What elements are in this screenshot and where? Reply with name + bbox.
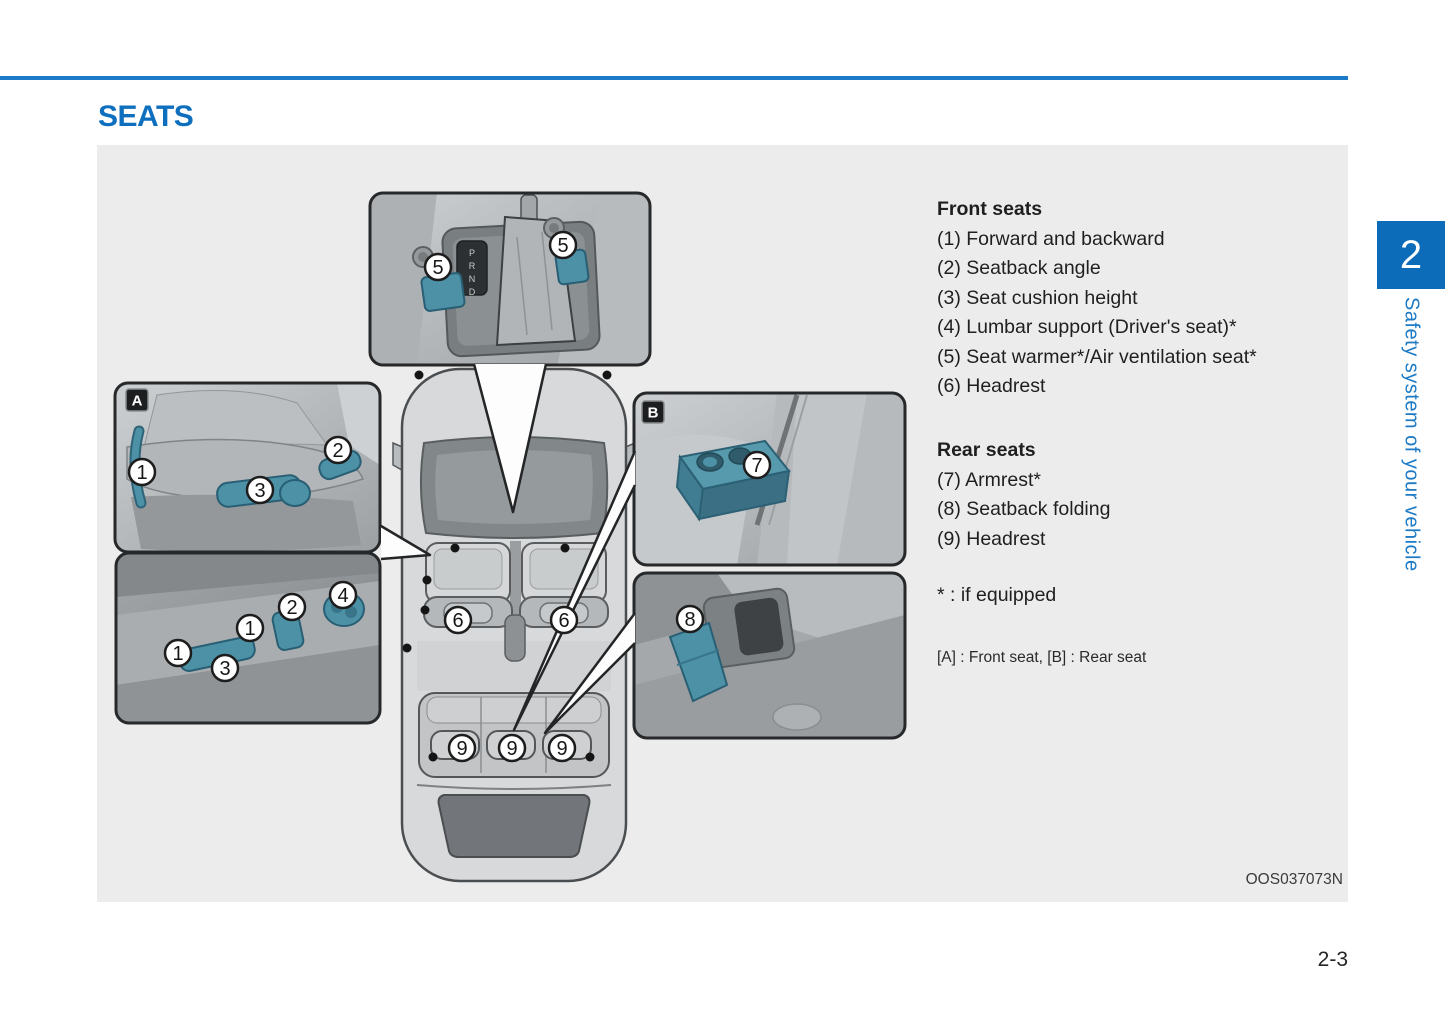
panel-b-box <box>632 391 907 567</box>
folding-pointer <box>543 612 636 735</box>
svg-text:1: 1 <box>136 462 147 484</box>
callout-9-center: 9 <box>497 733 527 763</box>
callout-5-right: 5 <box>548 230 578 260</box>
seat-base <box>131 494 361 552</box>
svg-text:4: 4 <box>337 585 348 607</box>
svg-text:1: 1 <box>244 618 255 640</box>
seats-figure: P R N D <box>97 145 1348 902</box>
panel-a-pointer <box>380 524 432 561</box>
callout-1-power-left: 1 <box>163 638 193 668</box>
if-equipped-note: * : if equipped <box>937 584 1057 606</box>
chapter-title-wrap: Safety system of your vehicle <box>1377 297 1445 637</box>
callout-3-a: 3 <box>245 475 275 505</box>
callout-4-power: 4 <box>328 580 358 610</box>
panel-b-pointer <box>512 450 637 732</box>
legend-item-1: (1) Forward and backward <box>937 227 1165 250</box>
panel-a-badge: A <box>125 388 149 412</box>
console-pointer <box>472 363 548 514</box>
svg-text:2: 2 <box>332 440 343 462</box>
callout-2-power: 2 <box>277 592 307 622</box>
svg-text:6: 6 <box>452 610 463 632</box>
panel-b-badge: B <box>641 400 665 424</box>
svg-text:6: 6 <box>558 610 569 632</box>
svg-text:1: 1 <box>172 643 183 665</box>
legend-item-7: (7) Armrest* <box>937 468 1042 491</box>
chapter-title: Safety system of your vehicle <box>1400 297 1423 572</box>
callout-6-right: 6 <box>549 605 579 635</box>
svg-text:9: 9 <box>456 738 467 760</box>
svg-text:3: 3 <box>219 658 230 680</box>
legend-item-2: (2) Seatback angle <box>937 257 1101 279</box>
legend-item-3: (3) Seat cushion height <box>937 286 1138 309</box>
svg-text:5: 5 <box>432 257 443 279</box>
svg-text:7: 7 <box>751 455 762 477</box>
callout-9-left: 9 <box>447 733 477 763</box>
panel-a-label: A <box>132 393 143 410</box>
front-center-armrest <box>504 614 526 662</box>
rear-seats-block: Rear seats (7) Armrest* (8) Seatback fol… <box>937 436 1110 554</box>
panel-b-label: B <box>648 405 659 422</box>
gear-letter-r: R <box>469 261 476 271</box>
svg-text:9: 9 <box>506 738 517 760</box>
figure-code: OOS037073N <box>1245 871 1343 888</box>
callout-1-a: 1 <box>127 457 157 487</box>
pointer-wedges <box>380 363 637 735</box>
front-seats-block: Front seats (1) Forward and backward (2)… <box>937 195 1337 402</box>
page-title: SEATS <box>98 100 194 133</box>
console-callout-box: P R N D <box>368 191 652 367</box>
gear-letter-p: P <box>469 248 475 258</box>
header-rule <box>0 76 1348 80</box>
legend-item-6: (6) Headrest <box>937 375 1046 397</box>
callouts: 5 5 1 2 3 1 1 3 2 4 7 8 6 6 9 9 9 <box>127 230 772 763</box>
svg-text:3: 3 <box>254 480 265 502</box>
seat-legend: Front seats (1) Forward and backward (2)… <box>937 195 1337 666</box>
page-number: 2-3 <box>1317 948 1348 971</box>
trunk-line <box>416 784 612 790</box>
callout-7: 7 <box>742 450 772 480</box>
gear-indicator-panel <box>456 240 488 296</box>
callout-6-left: 6 <box>443 605 473 635</box>
chapter-tab: 2 <box>1377 221 1445 289</box>
svg-text:2: 2 <box>286 597 297 619</box>
gear-letter-d: D <box>469 287 476 297</box>
rear-window <box>437 794 591 858</box>
legend-item-8: (8) Seatback folding <box>937 498 1111 520</box>
rear-seats-title: Rear seats <box>937 439 1036 461</box>
callout-9-right: 9 <box>547 733 577 763</box>
legend-item-5: (5) Seat warmer*/Air ventilation seat* <box>937 345 1257 368</box>
callout-8: 8 <box>675 604 705 634</box>
callout-1-power-up: 1 <box>235 613 265 643</box>
gear-letters: P R N D <box>469 248 476 297</box>
center-console <box>510 541 521 637</box>
callout-3-power: 3 <box>210 653 240 683</box>
gear-letter-n: N <box>469 274 476 284</box>
seatback-folding-box <box>632 571 907 740</box>
front-seats-title: Front seats <box>937 198 1043 220</box>
svg-text:5: 5 <box>557 235 568 257</box>
svg-text:9: 9 <box>556 738 567 760</box>
panel-ab-note: [A] : Front seat, [B] : Rear seat <box>937 649 1147 666</box>
callout-2-a: 2 <box>323 435 353 465</box>
svg-text:8: 8 <box>684 609 695 631</box>
legend-item-4: (4) Lumbar support (Driver's seat)* <box>937 316 1237 338</box>
legend-item-9: (9) Headrest <box>937 527 1046 550</box>
seats-diagram: P R N D <box>113 191 907 883</box>
callout-5-left: 5 <box>423 252 453 282</box>
